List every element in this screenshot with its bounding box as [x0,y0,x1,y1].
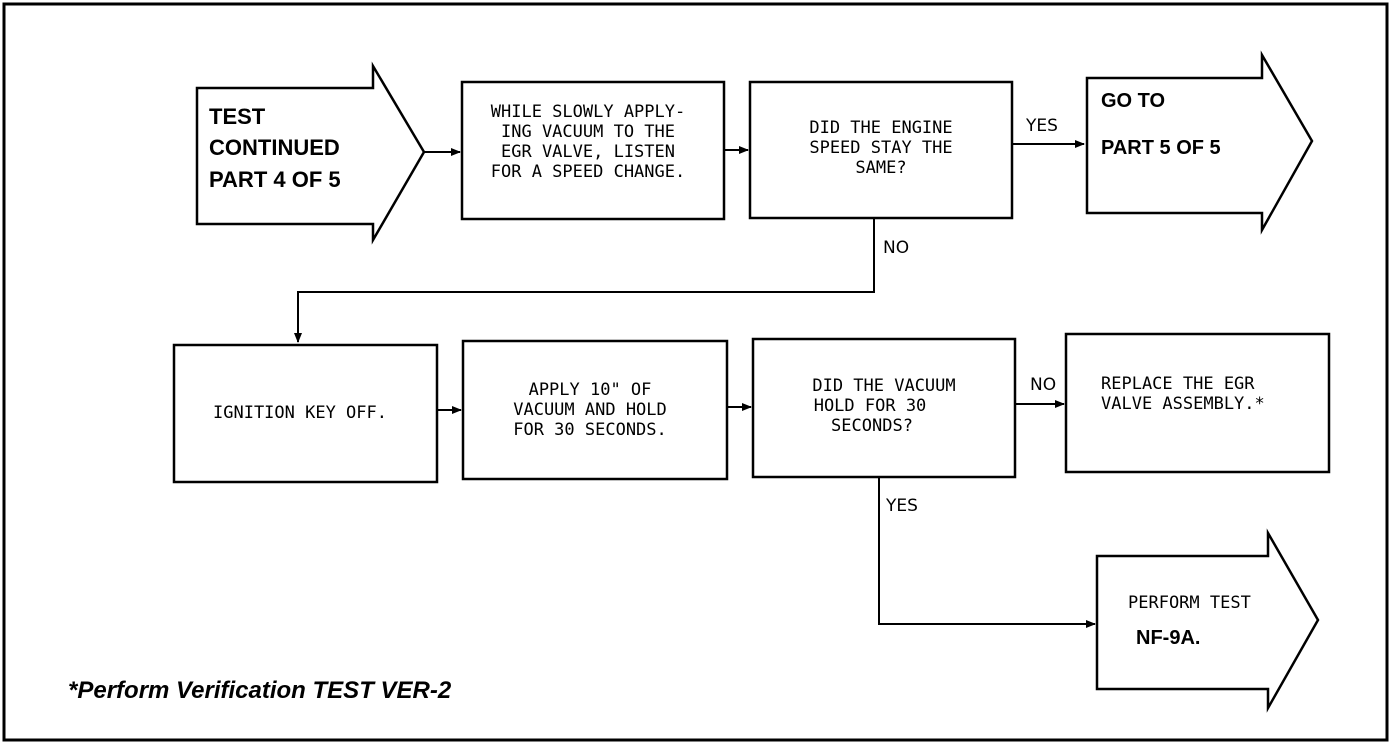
start-line-2: CONTINUED [209,135,340,160]
decision-vacuum-line-1: DID THE VACUUM [812,376,955,396]
perform-line-2: NF-9A. [1136,627,1200,649]
apply-line-3: FOR 30 SECONDS. [513,420,667,440]
start-line-1: TEST [209,104,266,129]
decision-speed-line-1: DID THE ENGINE [809,118,952,138]
step-listen-box: WHILE SLOWLY APPLY- ING VACUUM TO THE EG… [460,80,726,221]
listen-line-3: EGR VALVE, LISTEN [501,142,675,162]
step-apply-box: APPLY 10" OF VACUUM AND HOLD FOR 30 SECO… [461,339,729,481]
label-no-speed: NO [883,238,909,258]
replace-line-2: VALVE ASSEMBLY.* [1101,394,1265,414]
decision-vacuum-line-2: HOLD FOR 30 [814,396,927,416]
footnote: *Perform Verification TEST VER-2 [68,677,452,704]
arrow-yes-to-perform [878,477,1096,628]
listen-line-4: FOR A SPEED CHANGE. [491,162,685,182]
goto-part5-node: GO TO PART 5 OF 5 [1085,50,1314,235]
listen-line-1: WHILE SLOWLY APPLY- [491,102,685,122]
decision-speed-line-2: SPEED STAY THE [809,138,952,158]
goto-line-1: GO TO [1101,90,1165,112]
perform-line-1: PERFORM TEST [1128,593,1251,613]
decision-speed-line-3: SAME? [855,158,906,178]
ignition-line-1: IGNITION KEY OFF. [213,403,387,423]
apply-line-1: APPLY 10" OF [529,380,652,400]
goto-line-2: PART 5 OF 5 [1101,137,1221,159]
decision-vacuum-line-3: SECONDS? [831,416,913,436]
decision-vacuum-box: DID THE VACUUM HOLD FOR 30 SECONDS? [751,337,1017,479]
label-yes-vacuum: YES [885,496,918,516]
listen-line-2: ING VACUUM TO THE [501,122,675,142]
label-yes-speed: YES [1025,116,1058,136]
replace-egr-box: REPLACE THE EGR VALVE ASSEMBLY.* [1064,332,1331,474]
arrow-no-to-ignition [294,218,875,343]
replace-line-1: REPLACE THE EGR [1101,374,1255,394]
apply-line-2: VACUUM AND HOLD [513,400,667,420]
decision-speed-box: DID THE ENGINE SPEED STAY THE SAME? [748,80,1014,220]
step-ignition-box: IGNITION KEY OFF. [172,343,439,484]
label-no-vacuum: NO [1030,375,1056,395]
start-line-3: PART 4 OF 5 [209,167,341,192]
perform-test-node: PERFORM TEST NF-9A. [1095,528,1320,713]
start-node: TEST CONTINUED PART 4 OF 5 [195,61,426,245]
